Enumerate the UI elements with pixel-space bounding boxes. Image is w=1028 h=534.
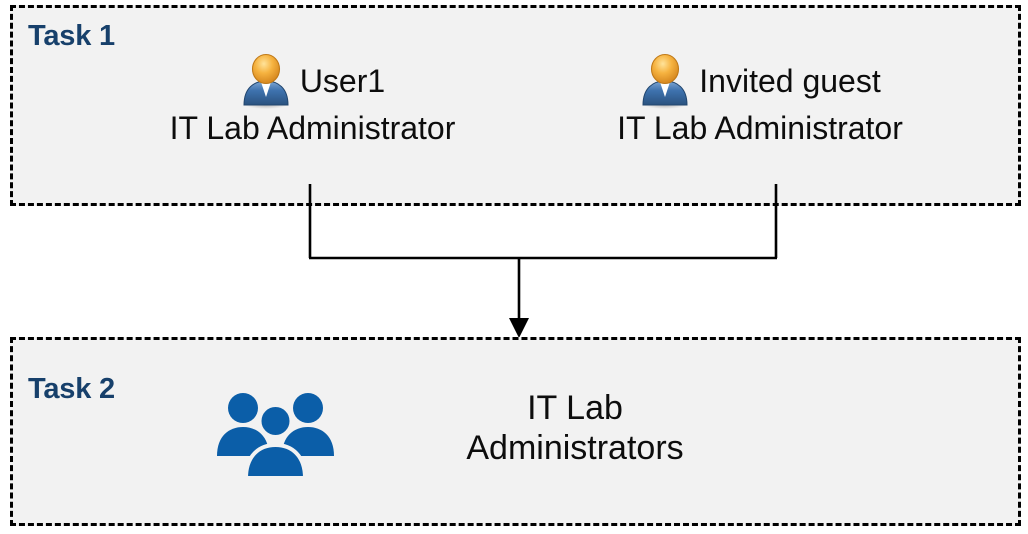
group-name: IT Lab Administrators <box>390 388 760 468</box>
user-icon <box>642 53 688 109</box>
person-invited-guest-name: Invited guest <box>699 63 881 99</box>
group-name-line-2: Administrators <box>466 429 684 468</box>
down-arrow-icon <box>509 318 529 338</box>
person-user1-name: User1 <box>299 63 386 99</box>
person-invited-guest-role: IT Lab Administrator <box>617 110 903 146</box>
task-1-label: Task 1 <box>28 20 115 52</box>
task-2-box <box>10 337 1021 526</box>
group-name-line-1: IT Lab <box>527 389 623 427</box>
group-icon-wrapper <box>213 388 338 480</box>
person-invited-guest-header: Invited guest <box>560 52 960 110</box>
person-user1: User1 IT Lab Administrator <box>120 52 505 146</box>
task-1-box <box>10 5 1021 206</box>
person-user1-role: IT Lab Administrator <box>169 110 456 146</box>
person-invited-guest: Invited guest IT Lab Administrator <box>560 52 960 146</box>
person-user1-header: User1 <box>120 52 505 110</box>
task-2-label: Task 2 <box>28 373 115 405</box>
group-of-people-icon <box>217 393 334 480</box>
user-icon <box>243 53 289 109</box>
